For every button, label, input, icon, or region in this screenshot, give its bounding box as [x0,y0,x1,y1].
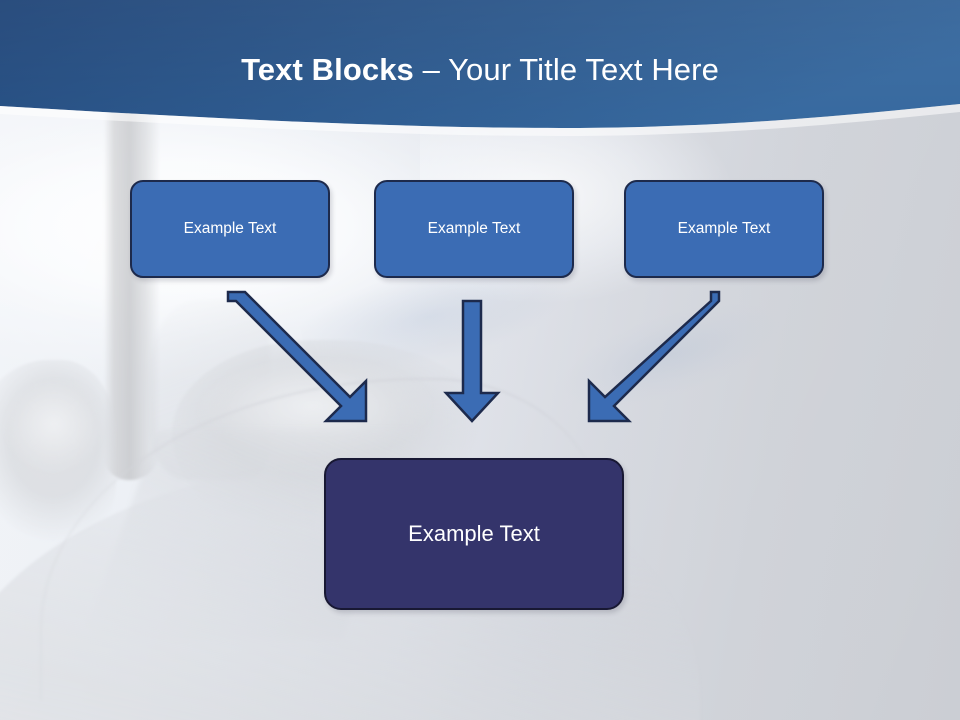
page-title: Text Blocks – Your Title Text Here [0,51,960,89]
background-side-mirror-left-glass [2,380,106,490]
header-banner: Text Blocks – Your Title Text Here [0,0,960,140]
text-block-2-label: Example Text [427,220,521,237]
text-block-result-label: Example Text [408,521,540,546]
text-block-3-label: Example Text [677,220,771,237]
text-block-3[interactable]: Example Text [624,180,824,278]
header-wave-shape [0,0,960,136]
text-block-1-label: Example Text [183,220,277,237]
page-title-separator: – [413,52,449,87]
text-block-1[interactable]: Example Text [130,180,330,278]
page-title-bold: Text Blocks [241,52,414,87]
text-block-result[interactable]: Example Text [324,458,624,610]
page-title-rest: Your Title Text Here [448,52,719,87]
text-block-2[interactable]: Example Text [374,180,574,278]
